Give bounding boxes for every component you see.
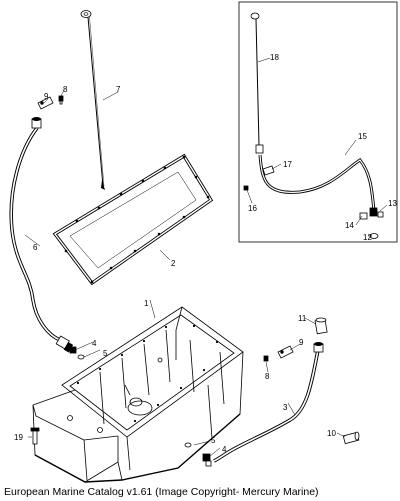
oil-drain-hose-3 <box>213 342 324 463</box>
screw-16 <box>243 185 249 191</box>
leader-lines <box>24 57 388 457</box>
callout-4-left: 4 <box>92 339 97 348</box>
dipstick-inset <box>250 12 264 154</box>
dipstick-main <box>80 10 105 190</box>
bolt-19 <box>30 427 40 445</box>
callout-17: 17 <box>283 160 292 169</box>
oil-pan <box>32 306 244 483</box>
callout-14: 14 <box>345 221 354 230</box>
oil-drain-hose-6 <box>9 117 74 353</box>
callout-10: 10 <box>327 429 336 438</box>
washer-5-left <box>77 354 85 360</box>
callout-7: 7 <box>116 85 121 94</box>
screw-8-lower <box>263 355 269 362</box>
callout-3: 3 <box>283 403 288 412</box>
hose-clamp-9-upper <box>37 96 54 110</box>
washer-5-right <box>184 442 192 448</box>
screw-8-upper <box>58 95 64 105</box>
callout-1: 1 <box>144 299 149 308</box>
callout-12: 12 <box>363 233 372 242</box>
fitting-4-left <box>69 346 77 354</box>
plug-10 <box>342 431 360 445</box>
callout-2: 2 <box>171 259 176 268</box>
callout-16: 16 <box>248 204 257 213</box>
inset-frame <box>238 1 398 243</box>
callout-5-right: 5 <box>211 436 216 445</box>
callout-8-lower: 8 <box>265 372 270 381</box>
fitting-13 <box>369 207 384 218</box>
callout-5-left: 5 <box>103 349 108 358</box>
callout-numbers: 1 2 3 4 4 5 5 6 7 8 8 9 9 10 11 12 13 14… <box>14 53 397 454</box>
callout-19: 19 <box>14 433 23 442</box>
hose-clamp-9-lower <box>277 345 294 359</box>
callout-9-upper: 9 <box>44 92 49 101</box>
callout-4-right: 4 <box>222 445 227 454</box>
callout-6: 6 <box>33 243 38 252</box>
callout-8-upper: 8 <box>63 85 68 94</box>
callout-11: 11 <box>298 314 307 323</box>
callout-9-lower: 9 <box>299 338 304 347</box>
catalog-caption: European Marine Catalog v1.61 (Image Cop… <box>4 486 319 498</box>
callout-15: 15 <box>358 132 367 141</box>
callout-13: 13 <box>388 199 397 208</box>
oil-pan-gasket <box>52 153 214 286</box>
oil-drain-tube-15 <box>258 154 376 211</box>
fitting-14 <box>359 212 368 220</box>
clamp-17 <box>262 165 275 176</box>
plug-11 <box>314 317 328 335</box>
fitting-4-right <box>202 453 212 467</box>
callout-18: 18 <box>270 53 279 62</box>
